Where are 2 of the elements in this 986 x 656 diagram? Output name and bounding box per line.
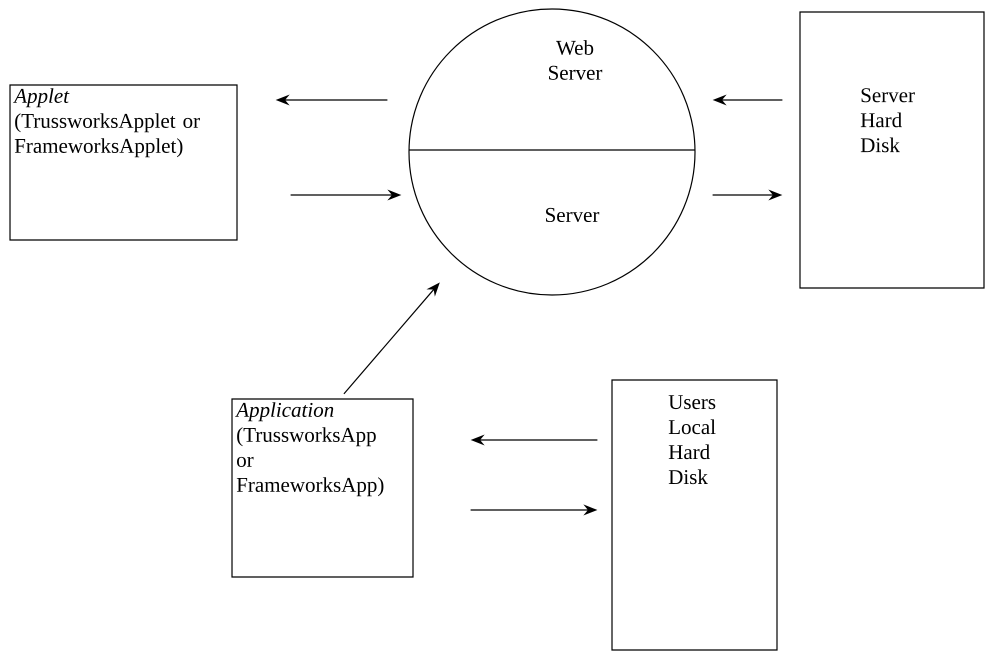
application-box: Application (TrussworksApp or FrameworksApp) [231, 398, 414, 578]
applet-box: Applet (TrussworksApplet or FrameworksApplet) [9, 84, 238, 241]
